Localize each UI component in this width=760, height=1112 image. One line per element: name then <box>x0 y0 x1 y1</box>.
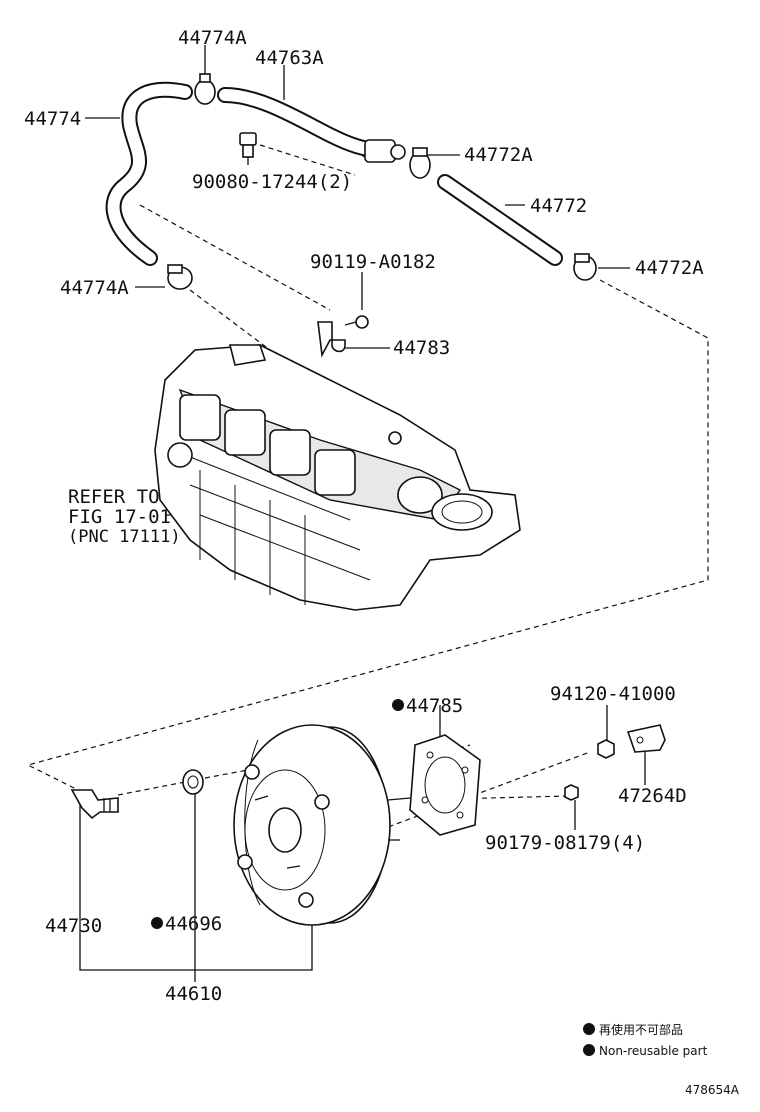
bolt-90119 <box>344 315 369 329</box>
clamp-44772A-top <box>409 147 431 179</box>
check-valve-44730 <box>70 789 119 820</box>
label-47264D: 47264D <box>618 785 687 807</box>
non-reusable-marker-44785 <box>392 699 404 711</box>
leader-lines <box>79 45 646 982</box>
gasket-44785 <box>409 734 481 836</box>
nut-94120 <box>597 739 615 759</box>
label-44696: 44696 <box>165 913 222 935</box>
figure-id: 478654A <box>685 1083 740 1097</box>
label-44774A-top: 44774A <box>178 27 247 49</box>
grommet-44696 <box>182 769 204 795</box>
hose-44774 <box>105 81 193 266</box>
refer-line-1: REFER TO <box>68 486 160 508</box>
label-44783: 44783 <box>393 337 450 359</box>
legend-text-jp: 再使用不可部品 <box>599 1022 683 1037</box>
label-44730: 44730 <box>45 915 102 937</box>
refer-line-3: (PNC 17111) <box>68 527 181 547</box>
part-labels: 44774A 44763A 44774 44772A 90080-17244(2… <box>24 27 704 1005</box>
label-90179: 90179-08179(4) <box>485 832 645 854</box>
clamp-44772A-right <box>573 253 597 281</box>
label-90119: 90119-A0182 <box>310 251 436 273</box>
label-44774: 44774 <box>24 108 81 130</box>
hose-44763A <box>217 87 406 163</box>
clamp-44774A-top <box>194 73 216 105</box>
hose-44772 <box>437 174 563 266</box>
label-44610: 44610 <box>165 983 222 1005</box>
label-44772A-top: 44772A <box>464 144 533 166</box>
intake-manifold <box>154 344 521 611</box>
nut-90179 <box>564 784 579 801</box>
non-reusable-marker-44696 <box>151 917 163 929</box>
brake-booster-44610 <box>233 724 411 926</box>
clamp-44774A-left <box>167 264 193 290</box>
legend-text-en: Non-reusable part <box>599 1044 708 1058</box>
legend-marker-en <box>583 1044 595 1056</box>
label-94120: 94120-41000 <box>550 683 676 705</box>
label-44785: 44785 <box>406 695 463 717</box>
label-44763A: 44763A <box>255 47 324 69</box>
label-44772: 44772 <box>530 195 587 217</box>
label-44772A-right: 44772A <box>635 257 704 279</box>
legend-marker-jp <box>583 1023 595 1035</box>
label-90080: 90080-17244(2) <box>192 171 352 193</box>
bolt-90080 <box>239 132 257 158</box>
bracket-47264D <box>626 724 666 753</box>
legend: 再使用不可部品 Non-reusable part <box>583 1022 708 1058</box>
refer-line-2: FIG 17-01 <box>68 506 171 528</box>
bracket-44783 <box>317 321 346 358</box>
label-44774A-left: 44774A <box>60 277 129 299</box>
